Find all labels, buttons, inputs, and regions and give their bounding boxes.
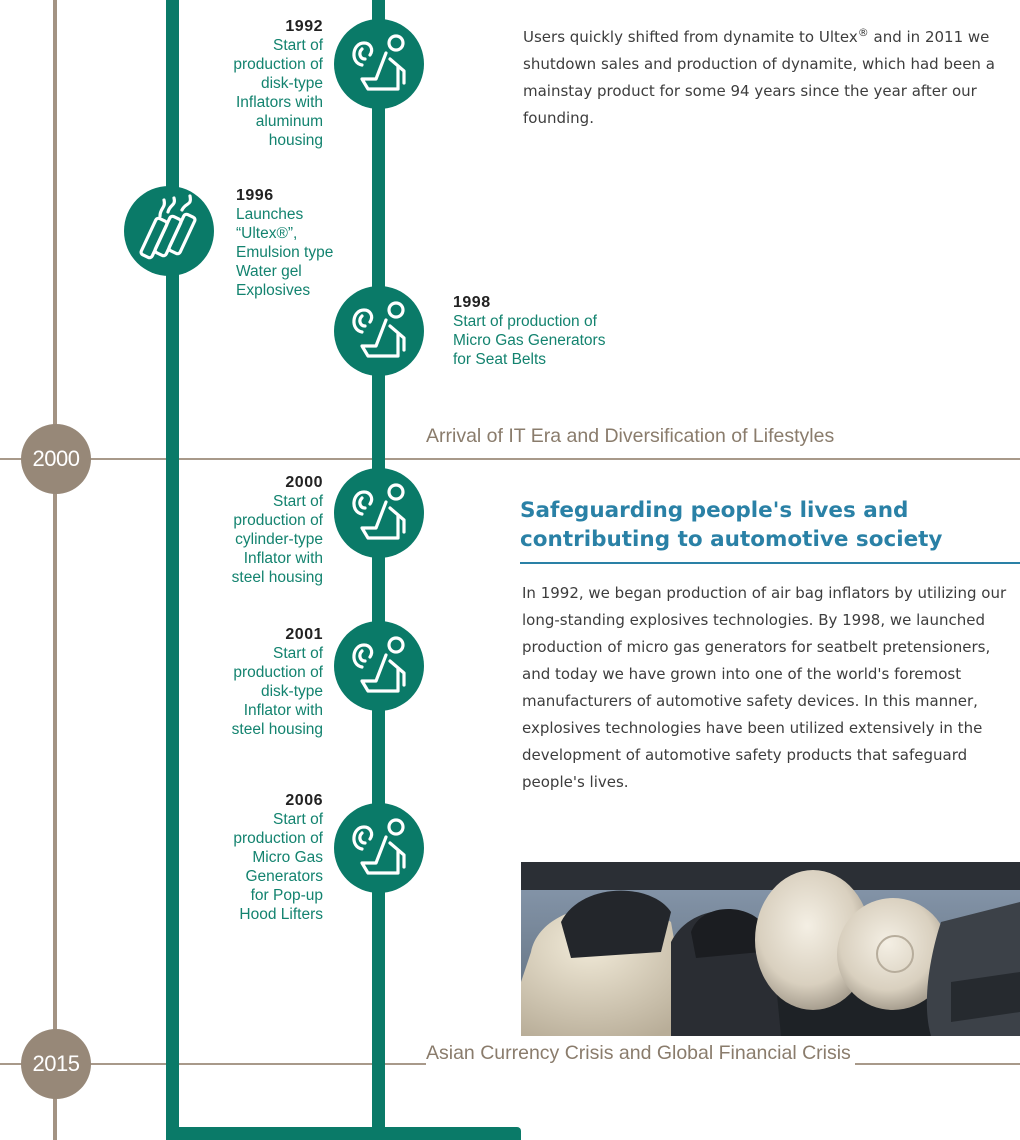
year-badge-2015: 2015 (21, 1029, 91, 1099)
event-year: 1998 (453, 294, 491, 311)
event-line: production of (233, 56, 323, 73)
intro-text-start: Users quickly shifted from dynamite to U… (523, 28, 858, 46)
event-2001: 2001 Start of production of disk-type In… (180, 625, 323, 739)
event-line: Micro Gas (252, 849, 323, 866)
event-year: 2006 (285, 792, 323, 809)
seat-airbag-icon (334, 19, 424, 109)
era-label-crisis: Asian Currency Crisis and Global Financi… (426, 1042, 855, 1065)
era-divider-2000 (0, 458, 1020, 460)
event-line: Start of (273, 645, 323, 662)
event-line: production of (233, 512, 323, 529)
airbag-photo (521, 862, 1020, 1036)
event-line: for Seat Belts (453, 351, 547, 368)
event-1998: 1998 Start of production of Micro Gas Ge… (453, 293, 683, 369)
event-2006: 2006 Start of production of Micro Gas Ge… (180, 791, 323, 924)
event-year: 1992 (285, 18, 323, 35)
event-line: Emulsion type (236, 244, 334, 261)
event-2000: 2000 Start of production of cylinder-typ… (180, 473, 323, 587)
seat-airbag-icon (334, 286, 424, 376)
event-line: Start of (273, 493, 323, 510)
event-year: 2000 (285, 474, 323, 491)
event-line: Inflator with (243, 702, 323, 719)
event-line: housing (268, 132, 323, 149)
event-line: production of (233, 664, 323, 681)
event-line: disk-type (260, 683, 323, 700)
section-heading: Safeguarding people's lives and contribu… (520, 496, 1020, 564)
event-line: steel housing (231, 721, 323, 738)
event-line: Water gel (236, 263, 302, 280)
intro-paragraph: Users quickly shifted from dynamite to U… (523, 19, 1020, 132)
seat-airbag-icon (334, 621, 424, 711)
event-line: disk-type (260, 75, 323, 92)
era-timeline-line (53, 0, 57, 1140)
event-line: Micro Gas Generators (453, 332, 606, 349)
event-1992: 1992 Start of production of disk-type In… (180, 17, 323, 150)
event-line: Start of (273, 37, 323, 54)
event-line: Start of (273, 811, 323, 828)
event-year: 1996 (236, 187, 274, 204)
event-line: Start of production of (453, 313, 597, 330)
era-label-it: Arrival of IT Era and Diversification of… (426, 425, 839, 448)
event-line: steel housing (231, 569, 323, 586)
section-body: In 1992, we began production of air bag … (522, 584, 1007, 791)
event-line: for Pop-up (250, 887, 323, 904)
event-line: Inflators with (235, 94, 323, 111)
event-line: aluminum (255, 113, 323, 130)
registered-mark: ® (857, 26, 869, 39)
event-1996: 1996 Launches “Ultex®”, Emulsion type Wa… (236, 186, 376, 300)
seat-airbag-icon (334, 468, 424, 558)
event-line: Launches (236, 206, 304, 223)
seat-airbag-icon (334, 803, 424, 893)
automotive-track (372, 0, 385, 1140)
event-line: Explosives (236, 282, 311, 299)
track-bottom-connector (166, 1127, 521, 1140)
event-line: Inflator with (243, 550, 323, 567)
event-year: 2001 (285, 626, 323, 643)
dynamite-icon (124, 186, 214, 276)
explosives-track (166, 0, 179, 1140)
event-line: Generators (245, 868, 323, 885)
intro-text-end: and in 2011 we shutdown sales and produc… (523, 28, 995, 127)
event-line: production of (233, 830, 323, 847)
event-line: “Ultex®”, (236, 225, 298, 242)
event-line: cylinder-type (235, 531, 323, 548)
event-line: Hood Lifters (239, 906, 323, 923)
year-badge-2000: 2000 (21, 424, 91, 494)
